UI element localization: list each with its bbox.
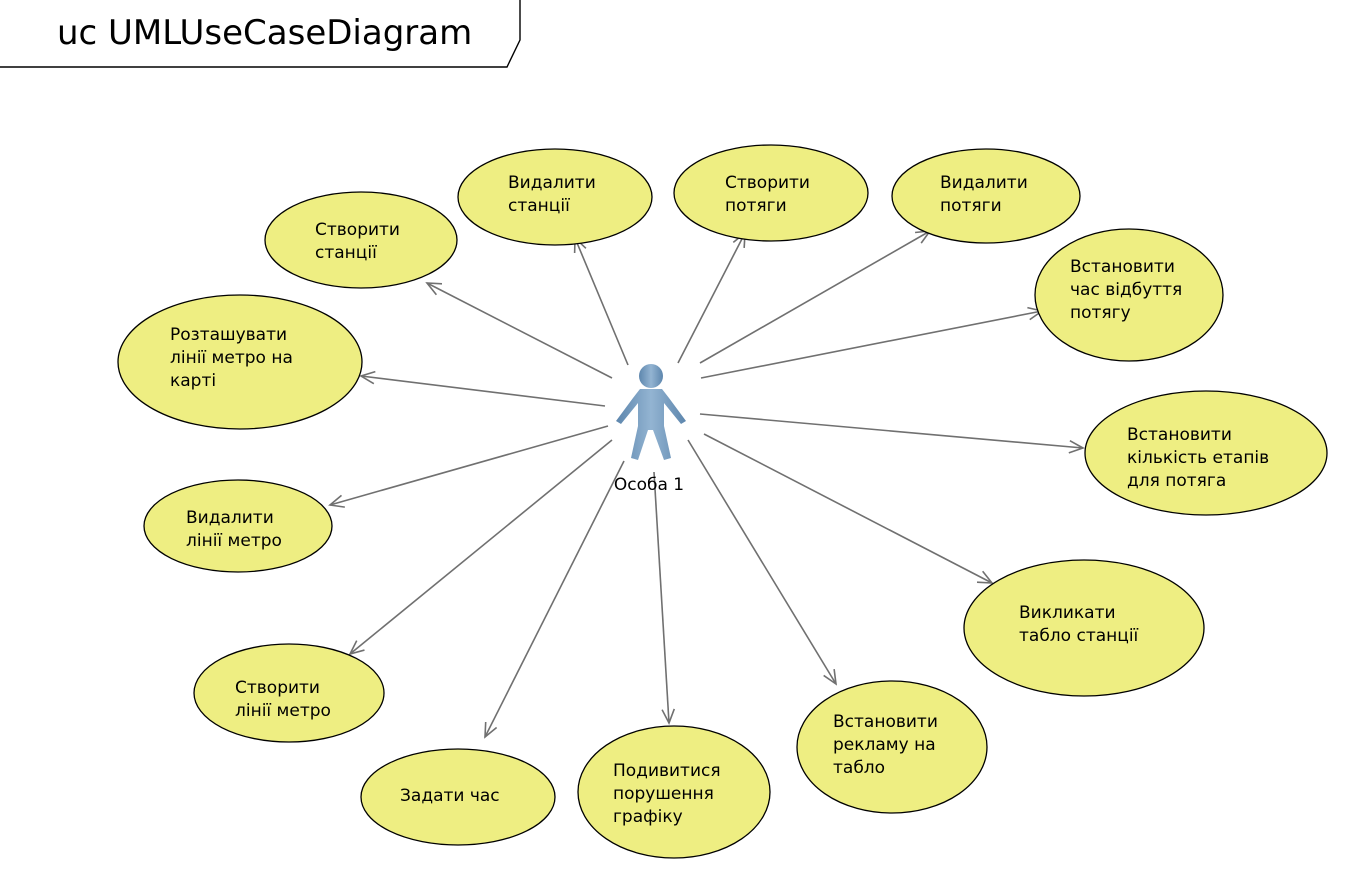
- use-case-label-line: Розташувати: [170, 325, 287, 345]
- association-line-view-schedule-violations: [653, 471, 670, 724]
- use-case-ellipse: [673, 144, 869, 242]
- association-line-create-trains: [677, 232, 746, 364]
- use-case-label: Встановити час відбуття потягу: [1070, 257, 1182, 323]
- use-case-ellipse: [264, 191, 458, 289]
- use-case-ellipse: [796, 680, 988, 814]
- association-arrowhead: [1068, 439, 1085, 454]
- use-case-create-stations[interactable]: Створити станції: [264, 191, 458, 289]
- use-case-label-line: Створити: [235, 678, 320, 698]
- association-arrowhead: [425, 282, 443, 296]
- association-line-delete-trains: [699, 230, 931, 364]
- association-line-set-departure-time: [700, 310, 1043, 379]
- use-case-label-line: потяги: [940, 196, 1002, 216]
- frame-title: uc UMLUseCaseDiagram: [57, 13, 472, 53]
- association-line-delete-metro-lines: [329, 425, 609, 506]
- use-case-ellipse: [457, 148, 653, 246]
- association-lines: [328, 230, 1085, 739]
- use-case-ellipse: [577, 725, 771, 859]
- use-case-ellipse: [1034, 228, 1224, 362]
- use-case-set-stage-count[interactable]: Встановити кількість етапів для потяга: [1084, 390, 1328, 516]
- use-case-label-line: Встановити: [1127, 425, 1232, 445]
- association-arrowhead: [823, 669, 838, 686]
- use-case-label-line: рекламу на: [833, 735, 936, 755]
- association-arrowhead: [484, 721, 498, 739]
- use-case-label: Видалити лінії метро: [186, 508, 282, 551]
- use-case-ellipse: [117, 294, 363, 430]
- use-case-label-line: потягу: [1070, 303, 1131, 323]
- association-line-create-metro-lines: [349, 439, 613, 655]
- association-arrowhead: [359, 370, 376, 385]
- diagram-frame-header: uc UMLUseCaseDiagram: [0, 0, 521, 68]
- actor-person-icon: [616, 364, 686, 460]
- association-arrowhead: [348, 640, 365, 656]
- association-arrowhead: [976, 570, 994, 584]
- use-case-label-line: для потяга: [1127, 471, 1226, 491]
- use-case-ellipse: [360, 748, 556, 846]
- use-case-ellipse: [963, 559, 1205, 697]
- use-case-label-line: порушення: [613, 784, 714, 804]
- use-case-label-line: Встановити: [833, 712, 938, 732]
- use-case-label-line: Видалити: [940, 173, 1028, 193]
- use-case-label: Встановити кількість етапів для потяга: [1127, 425, 1269, 491]
- use-case-label-line: табло: [833, 758, 885, 778]
- use-case-label-line: табло станції: [1019, 626, 1139, 646]
- association-line-delete-stations: [574, 237, 629, 366]
- use-case-label: Видалити потяги: [940, 173, 1028, 216]
- use-case-label-line: Видалити: [508, 173, 596, 193]
- actor[interactable]: Особа 1: [614, 364, 686, 495]
- use-case-label-line: лінії метро: [235, 701, 331, 721]
- use-case-label-line: лінії метро: [186, 531, 282, 551]
- use-case-delete-trains[interactable]: Видалити потяги: [891, 148, 1081, 244]
- use-case-label: Задати час: [400, 786, 500, 806]
- actor-name: Особа 1: [614, 475, 684, 495]
- use-case-create-metro-lines[interactable]: Створити лінії метро: [193, 643, 385, 743]
- use-case-label: Розташувати лінії метро на карті: [170, 325, 293, 391]
- use-case-label: Викликати табло станції: [1019, 603, 1139, 646]
- use-case-label: Подивитися порушення графіку: [613, 761, 721, 827]
- use-case-label-line: Встановити: [1070, 257, 1175, 277]
- association-line-set-board-ads: [687, 439, 837, 685]
- use-case-create-trains[interactable]: Створити потяги: [673, 144, 869, 242]
- use-case-label: Створити станції: [315, 220, 400, 263]
- use-case-label-line: Задати час: [400, 786, 500, 806]
- use-case-delete-stations[interactable]: Видалити станції: [457, 148, 653, 246]
- use-case-ellipse: [193, 643, 385, 743]
- use-case-label-line: час відбуття: [1070, 280, 1182, 300]
- use-case-label-line: Створити: [315, 220, 400, 240]
- use-case-set-departure-time[interactable]: Встановити час відбуття потягу: [1034, 228, 1224, 362]
- use-case-label-line: станції: [508, 196, 570, 216]
- association-arrowhead: [661, 708, 676, 725]
- association-arrowhead: [328, 494, 345, 508]
- association-line-create-stations: [426, 282, 613, 379]
- use-case-label: Встановити рекламу на табло: [833, 712, 938, 778]
- use-case-label-line: Викликати: [1019, 603, 1116, 623]
- use-case-label-line: Подивитися: [613, 761, 721, 781]
- use-case-label-line: карті: [170, 371, 216, 391]
- use-case-delete-metro-lines[interactable]: Видалити лінії метро: [143, 479, 333, 573]
- use-case-label-line: лінії метро на: [170, 348, 293, 368]
- use-case-label: Видалити станції: [508, 173, 596, 216]
- use-case-set-board-ads[interactable]: Встановити рекламу на табло: [796, 680, 988, 814]
- use-case-call-station-board[interactable]: Викликати табло станції: [963, 559, 1205, 697]
- use-case-label: Створити потяги: [725, 173, 810, 216]
- use-case-label: Створити лінії метро: [235, 678, 331, 721]
- use-case-ellipse: [891, 148, 1081, 244]
- use-case-label-line: потяги: [725, 196, 787, 216]
- association-line-set-stage-count: [699, 413, 1084, 449]
- use-case-place-metro-lines[interactable]: Розташувати лінії метро на карті: [117, 294, 363, 430]
- use-case-set-time[interactable]: Задати час: [360, 748, 556, 846]
- association-line-set-time: [484, 460, 625, 738]
- use-case-label-line: графіку: [613, 807, 683, 827]
- use-case-label-line: Створити: [725, 173, 810, 193]
- use-case-label-line: Видалити: [186, 508, 274, 528]
- use-case-ellipse: [143, 479, 333, 573]
- use-case-label-line: станції: [315, 243, 377, 263]
- association-line-place-metro-lines: [360, 375, 606, 407]
- use-case-label-line: кількість етапів: [1127, 448, 1269, 468]
- use-case-view-schedule-violations[interactable]: Подивитися порушення графіку: [577, 725, 771, 859]
- association-line-call-station-board: [703, 433, 993, 584]
- use-case-ellipse: [1084, 390, 1328, 516]
